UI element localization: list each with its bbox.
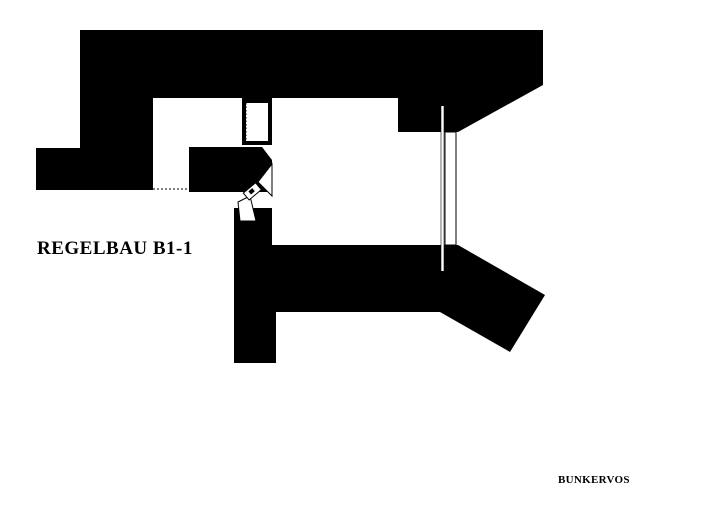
diagonal-door-hinge xyxy=(248,188,255,195)
embrasure-plate xyxy=(441,106,444,271)
upper-door-opening xyxy=(246,103,268,141)
credit-label: BUNKERVOS xyxy=(558,474,630,486)
central-wall-block xyxy=(189,147,272,192)
diagonal-door-left-wedge xyxy=(237,195,257,222)
embrasure-frame xyxy=(444,131,457,246)
lower-wall xyxy=(234,208,545,363)
diagram-title: REGELBAU B1-1 xyxy=(37,238,193,259)
upper-wall xyxy=(36,30,543,190)
diagonal-door-right-wedge xyxy=(257,162,273,198)
